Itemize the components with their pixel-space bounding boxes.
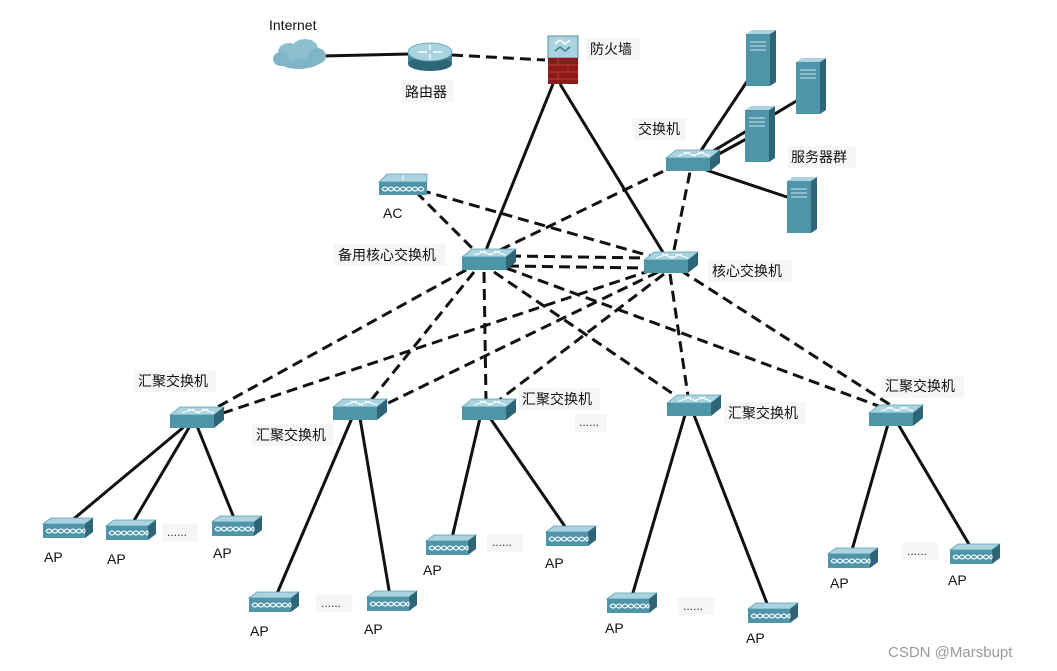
link-ac-backup-core bbox=[414, 190, 476, 252]
link-backup-core-agg3 bbox=[482, 271, 488, 401]
link-core-backup-core-1 bbox=[509, 254, 646, 260]
link-agg3-ap bbox=[450, 417, 482, 539]
label-ap: AP bbox=[423, 562, 442, 578]
link-agg4-ap bbox=[630, 414, 687, 597]
switch-icon bbox=[332, 398, 388, 421]
link-backup-core-agg4 bbox=[493, 270, 683, 402]
label-router: 路由器 bbox=[405, 85, 447, 101]
link-agg1-ap bbox=[195, 425, 236, 519]
link-core-agg2 bbox=[377, 270, 659, 410]
link-agg4-ap bbox=[692, 414, 770, 607]
label-ac: AC bbox=[383, 205, 402, 221]
label-internet: Internet bbox=[269, 17, 317, 33]
switch-icon bbox=[461, 248, 517, 271]
label-core: 核心交换机 bbox=[712, 263, 782, 280]
access-point-icon bbox=[366, 590, 418, 612]
access-point-icon bbox=[425, 534, 477, 556]
access-point-icon bbox=[827, 547, 879, 569]
server-icon bbox=[795, 57, 827, 115]
router-icon bbox=[407, 42, 453, 71]
link-core-agg3 bbox=[493, 272, 665, 406]
switch-icon bbox=[868, 404, 924, 427]
label-ap: AP bbox=[250, 623, 269, 639]
label-firewall: 防火墙 bbox=[590, 42, 632, 58]
label-server-group: 服务器群 bbox=[791, 150, 847, 166]
label-ap: AP bbox=[545, 555, 564, 571]
link-backup-core-agg1 bbox=[211, 268, 467, 412]
dashed-connections bbox=[211, 53, 893, 418]
label-backup-core: 备用核心交换机 bbox=[338, 247, 436, 264]
ellipsis: ...... bbox=[321, 596, 341, 610]
access-point-icon bbox=[248, 591, 300, 613]
label-ap: AP bbox=[44, 549, 63, 565]
server-icon bbox=[745, 29, 777, 87]
label-agg2: 汇聚交换机 bbox=[256, 427, 326, 444]
label-agg4: 汇聚交换机 bbox=[728, 405, 798, 422]
label-ap: AP bbox=[364, 621, 383, 637]
label-ap: AP bbox=[605, 620, 624, 636]
link-firewall-backup-core bbox=[484, 83, 555, 251]
link-agg2-ap bbox=[274, 417, 354, 597]
server-icon bbox=[744, 105, 776, 163]
labels: Internet 路由器 防火墙 交换机 服务器群 AC 备用核心交换机 核心交… bbox=[44, 17, 1013, 661]
switch-icon bbox=[461, 398, 517, 421]
access-point-icon bbox=[42, 517, 94, 539]
link-core-switch bbox=[672, 171, 692, 251]
ellipsis: ...... bbox=[167, 525, 187, 539]
link-core-agg5 bbox=[679, 268, 893, 408]
link-agg2-ap bbox=[358, 417, 392, 597]
link-firewall-core bbox=[558, 83, 666, 255]
label-ap: AP bbox=[830, 575, 849, 591]
access-point-icon bbox=[606, 592, 658, 614]
switch-icon bbox=[665, 149, 721, 172]
switch-icon bbox=[666, 394, 722, 417]
link-router-firewall bbox=[451, 53, 546, 62]
link-internet-router bbox=[322, 52, 411, 58]
ellipsis: ...... bbox=[683, 599, 703, 613]
label-agg5: 汇聚交换机 bbox=[885, 378, 955, 395]
access-point-icon bbox=[211, 515, 263, 537]
label-agg1: 汇聚交换机 bbox=[138, 373, 208, 390]
label-agg3: 汇聚交换机 bbox=[522, 391, 592, 408]
access-point-icon bbox=[747, 602, 799, 624]
access-point-icon bbox=[545, 525, 597, 547]
label-switch: 交换机 bbox=[638, 121, 680, 138]
label-ap: AP bbox=[948, 572, 967, 588]
ellipsis: ...... bbox=[907, 544, 927, 558]
connections bbox=[69, 52, 972, 607]
link-switch-server4 bbox=[705, 168, 791, 200]
server-icon bbox=[786, 176, 818, 234]
label-ap: AP bbox=[107, 551, 126, 567]
link-ac-core bbox=[419, 188, 651, 258]
link-switch-server1 bbox=[698, 79, 750, 153]
link-backup-core-agg5 bbox=[505, 266, 885, 410]
watermark: CSDN @Marsbupt bbox=[888, 644, 1013, 661]
link-agg3-ap bbox=[488, 417, 568, 529]
link-agg5-ap bbox=[896, 423, 972, 547]
link-agg5-ap bbox=[850, 423, 890, 551]
label-ap: AP bbox=[746, 630, 765, 646]
link-core-agg1 bbox=[213, 268, 653, 418]
cloud-icon bbox=[273, 39, 326, 69]
link-agg1-ap bbox=[69, 424, 186, 524]
firewall-icon bbox=[547, 35, 579, 84]
link-backup-core-agg2 bbox=[366, 271, 476, 405]
link-backup-core-switch bbox=[499, 166, 671, 252]
link-agg1-ap bbox=[130, 425, 192, 525]
switch-icon bbox=[643, 251, 699, 274]
access-controller-icon bbox=[378, 173, 428, 195]
access-point-icon bbox=[949, 543, 1001, 565]
link-core-agg4 bbox=[668, 273, 690, 397]
ellipsis: ...... bbox=[579, 415, 599, 429]
label-ap: AP bbox=[213, 545, 232, 561]
link-core-backup-core-2 bbox=[507, 264, 646, 270]
ellipsis: ...... bbox=[492, 535, 512, 549]
switch-icon bbox=[169, 406, 225, 429]
access-point-icon bbox=[105, 519, 157, 541]
